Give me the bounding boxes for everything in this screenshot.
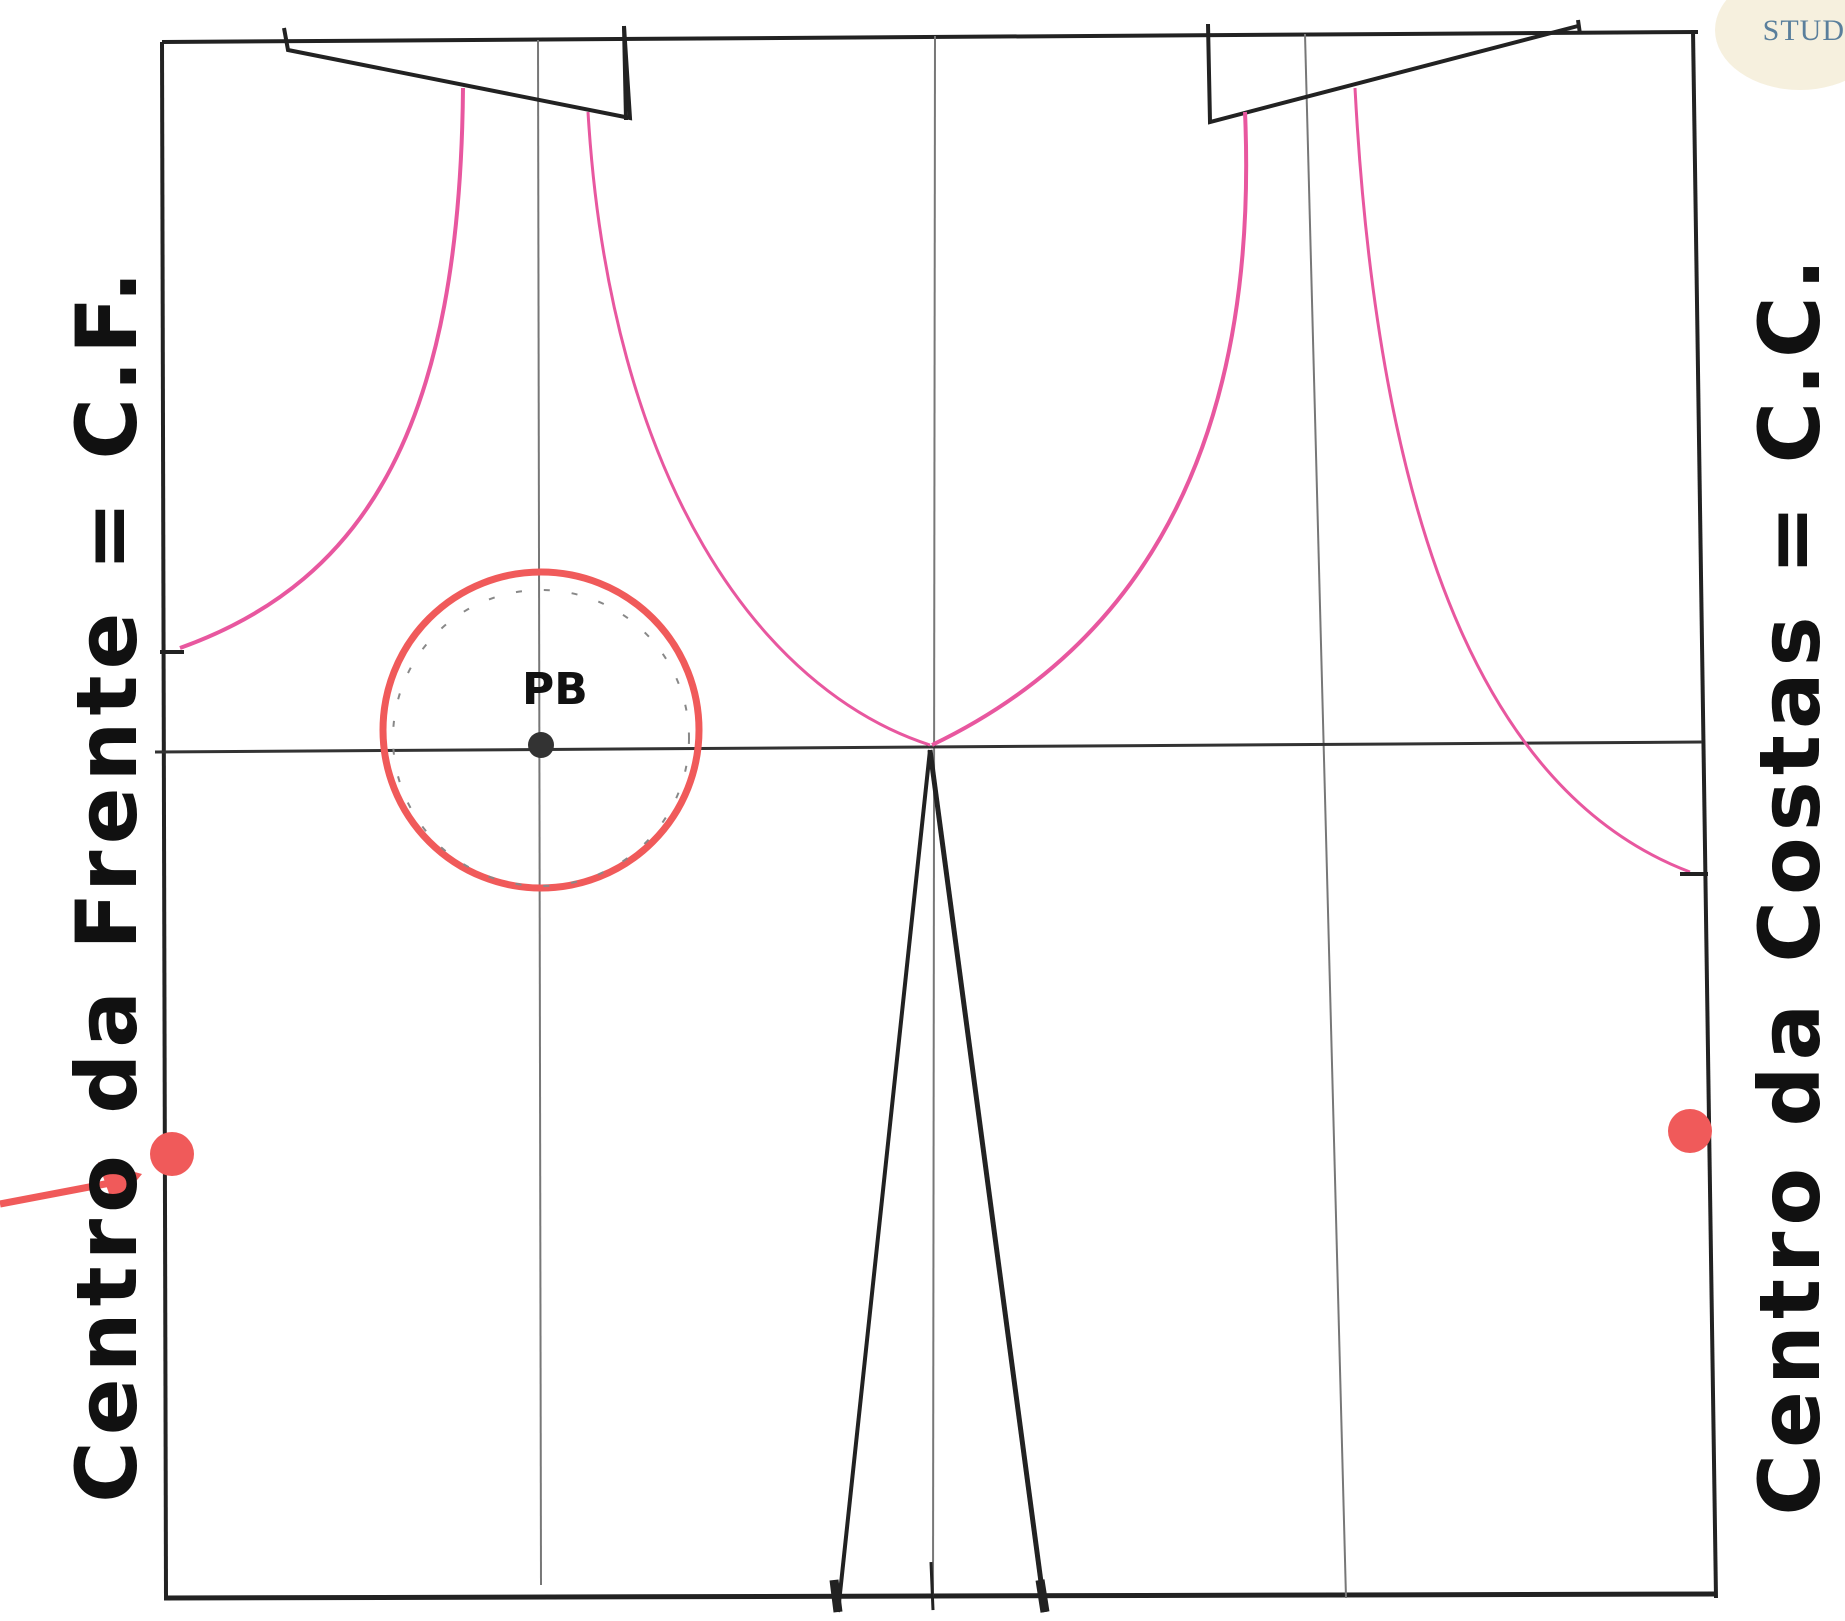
left-border [160, 41, 168, 1599]
back-side-curve [1353, 87, 1691, 874]
pointer-arrow-shaft [0, 1176, 127, 1208]
pointer-arrow-head [98, 1162, 142, 1208]
center-bottom-tick [929, 1561, 935, 1611]
back-waist-tick [1576, 19, 1582, 35]
horizontal-guide-line [154, 740, 1703, 754]
dart-left-foot [829, 1579, 843, 1613]
front-crotch-curve [586, 111, 931, 747]
dart-right-foot [1035, 1579, 1050, 1613]
center-guide-line [932, 35, 936, 1599]
top-border [161, 30, 1699, 44]
back-center-label: Centro da Costas = C.C. [1741, 252, 1839, 1516]
pb-highlight-circle [379, 568, 703, 892]
back-guide-line [1304, 33, 1347, 1599]
right-border [1691, 29, 1718, 1599]
dart-right-leg [927, 749, 1048, 1613]
dart-left-leg [836, 749, 932, 1613]
front-center-marker [150, 1132, 194, 1176]
back-waist-notch [1206, 23, 1579, 125]
corner-badge-text: STUD [1762, 14, 1845, 47]
pb-dashed-circle [392, 589, 690, 887]
back-crotch-curve [931, 111, 1249, 747]
back-center-marker [1668, 1109, 1712, 1153]
front-side-curve [179, 87, 465, 650]
bottom-border [163, 1591, 1717, 1601]
front-center-label: Centro da Frente = C.F. [58, 265, 156, 1503]
front-waist-notch [282, 25, 633, 121]
front-guide-line [537, 39, 542, 1586]
pb-label: PB [522, 664, 588, 715]
front-waist-tick [622, 25, 628, 121]
pb-point [528, 732, 554, 758]
